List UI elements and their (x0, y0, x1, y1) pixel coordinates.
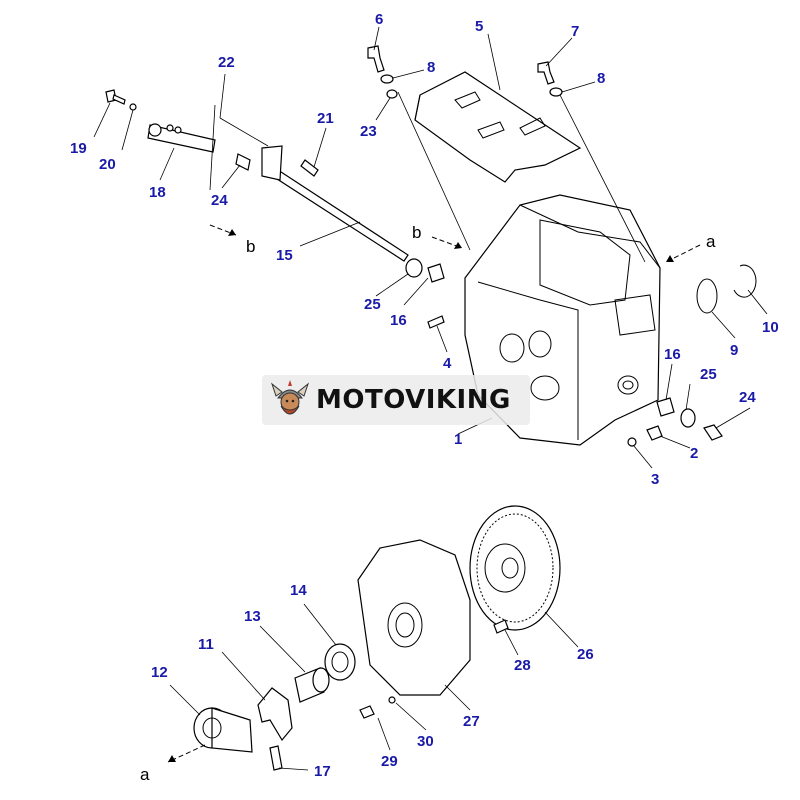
collar-16-lower-part (656, 397, 675, 417)
callout-11: 11 (198, 636, 214, 653)
callout-3: 3 (651, 471, 659, 488)
callout-12: 12 (151, 664, 168, 681)
callout-5: 5 (475, 18, 483, 35)
callout-26: 26 (577, 646, 594, 663)
view-arrow-b-upper (209, 224, 237, 236)
callout-18: 18 (149, 184, 166, 201)
callout-8-right: 8 (597, 70, 605, 87)
collar-16-upper-part (427, 263, 445, 283)
callout-16-lower: 16 (664, 346, 681, 363)
shaft-part (261, 145, 409, 262)
o-ring-9-part (696, 278, 718, 314)
callout-numbers: 1 2 3 4 5 6 7 8 8 9 10 11 12 13 14 15 16… (70, 11, 779, 780)
callout-19: 19 (70, 140, 87, 157)
view-marker-a-upper: a (706, 232, 716, 251)
callout-9: 9 (730, 342, 738, 359)
pressure-plate-part (357, 539, 471, 696)
callout-17: 17 (314, 763, 331, 780)
pin-28-part (493, 619, 509, 634)
view-marker-b-upper: b (246, 237, 255, 256)
bushing-25-upper-part (405, 258, 423, 278)
callout-2: 2 (690, 445, 698, 462)
pin-17-part (269, 745, 283, 771)
clutch-disc-part (469, 505, 561, 631)
callout-30: 30 (417, 733, 434, 750)
bolt-19-part (105, 89, 126, 105)
view-arrow-a-lower (167, 744, 206, 763)
callout-7: 7 (571, 23, 579, 40)
callout-13: 13 (244, 608, 261, 625)
snap-ring-10-part (733, 264, 757, 298)
callout-22: 22 (218, 54, 235, 71)
viking-head-logo (270, 380, 310, 415)
callout-21: 21 (317, 110, 334, 127)
washer-20-part (129, 103, 137, 111)
washer-3-part (627, 437, 637, 447)
callout-20: 20 (99, 156, 116, 173)
callout-10: 10 (762, 319, 779, 336)
callout-28: 28 (514, 657, 531, 674)
callout-24-upper: 24 (211, 192, 228, 209)
callout-23: 23 (360, 123, 377, 140)
switch-assembly-part (147, 123, 216, 153)
callout-27: 27 (463, 713, 480, 730)
watermark-text: MOTOVIKING (316, 385, 511, 415)
callout-14: 14 (290, 582, 307, 599)
hub-12-part (193, 707, 253, 753)
callout-16-upper: 16 (390, 312, 407, 329)
fitting-24-lower-part (703, 424, 723, 441)
washer-8-right-part (549, 87, 563, 97)
callout-24-lower: 24 (739, 389, 756, 406)
view-marker-a-lower: a (140, 765, 150, 784)
washer-30-part (388, 696, 396, 704)
leader-lines (93, 26, 768, 771)
callout-15: 15 (276, 247, 293, 264)
bolt-21-part (300, 159, 319, 177)
bolt-6-part (367, 45, 385, 73)
fitting-24-upper-part (235, 153, 251, 171)
callout-25-upper: 25 (364, 296, 381, 313)
watermark-banner: MOTOVIKING (262, 375, 530, 425)
callout-1: 1 (454, 431, 462, 448)
cover-plate-part (414, 71, 582, 183)
bushing-25-lower-part (680, 408, 696, 428)
dowel-pin-4-part (427, 315, 445, 329)
bolt-7-part (537, 61, 555, 85)
washer-23-part (386, 89, 398, 99)
view-arrow-b-lower (431, 236, 463, 249)
view-marker-b-lower: b (412, 223, 421, 242)
bolt-29-part (359, 705, 375, 719)
callout-8-left: 8 (427, 59, 435, 76)
release-fork-11-part (257, 687, 293, 742)
bearing-14-part (324, 643, 356, 681)
view-arrow-a-upper (665, 244, 701, 263)
callout-29: 29 (381, 753, 398, 770)
bolt-2-part (646, 425, 663, 441)
callout-4: 4 (443, 355, 452, 372)
callout-6: 6 (375, 11, 383, 28)
release-bearing-13-part (294, 667, 330, 703)
callout-25-lower: 25 (700, 366, 717, 383)
washer-8-left-part (380, 74, 394, 84)
